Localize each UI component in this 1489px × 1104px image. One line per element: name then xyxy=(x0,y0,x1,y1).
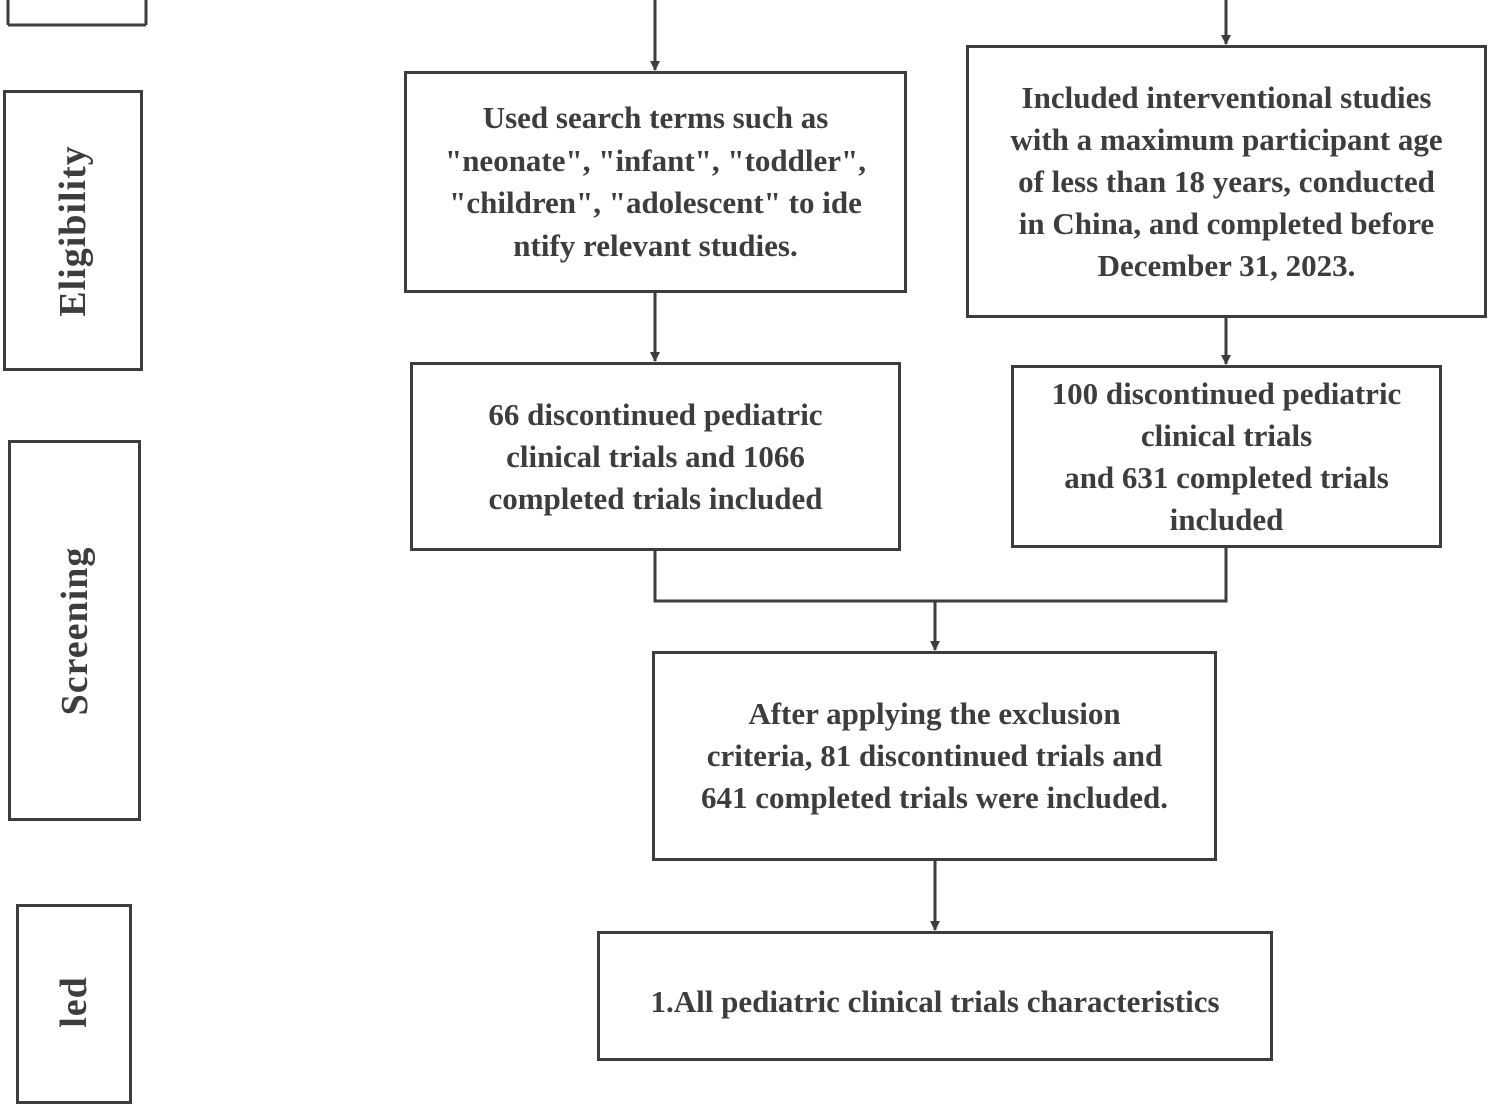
stage-screening-label: Screening xyxy=(53,546,96,715)
stage-eligibility-label: Eligibility xyxy=(52,144,94,317)
left-count-box: 66 discontinued pediatric clinical trial… xyxy=(410,362,901,551)
inclusion-criteria-box: Included interventional studies with a m… xyxy=(966,45,1487,318)
merge-line-left xyxy=(653,550,935,603)
after-exclusion-box: After applying the exclusion criteria, 8… xyxy=(652,651,1217,861)
final-box: 1.All pediatric clinical trials characte… xyxy=(597,931,1273,1061)
stage-eligibility: Eligibility xyxy=(3,90,143,371)
stage-enrolled-label: led xyxy=(53,976,95,1028)
merge-line-right xyxy=(935,547,1228,603)
stage-enrolled: led xyxy=(16,904,132,1104)
search-terms-box: Used search terms such as "neonate", "in… xyxy=(404,71,907,293)
right-count-box: 100 discontinued pediatric clinical tria… xyxy=(1011,365,1442,548)
connector-lines xyxy=(6,0,1231,931)
stage-screening: Screening xyxy=(8,440,141,821)
